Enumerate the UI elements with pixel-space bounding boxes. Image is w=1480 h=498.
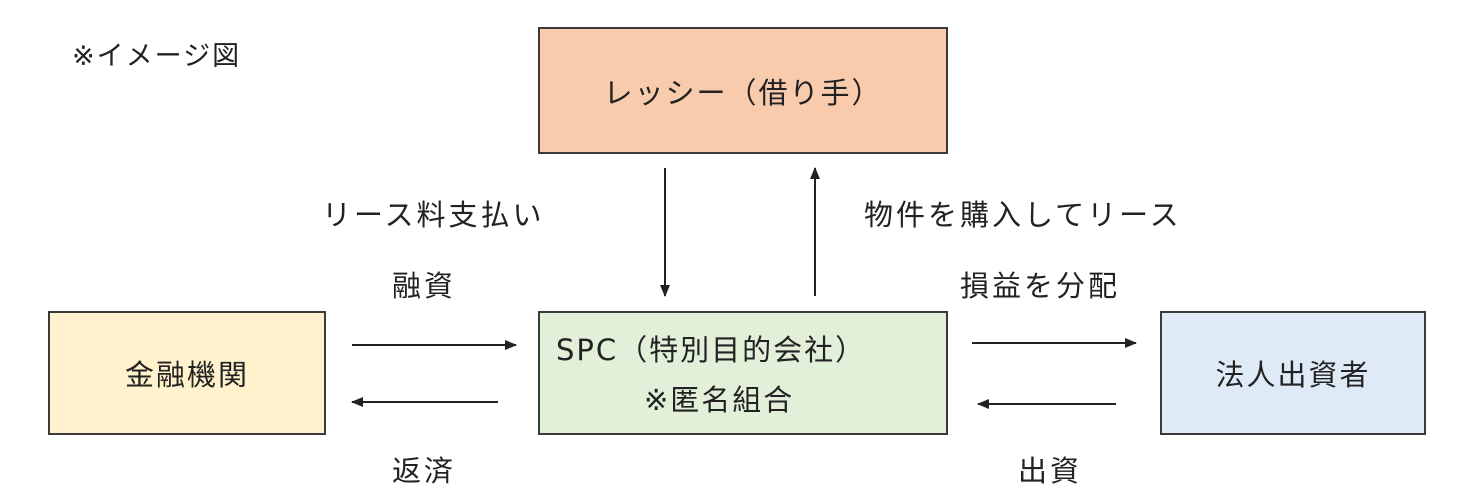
spc-box: SPC（特別目的会社） ※匿名組合 (538, 311, 948, 435)
purchase-lease-label: 物件を購入してリース (864, 198, 1182, 232)
profit-distribution-label: 損益を分配 (960, 269, 1121, 303)
lessee-box: レッシー（借り手） (538, 27, 948, 154)
lessee-label: レッシー（借り手） (603, 75, 883, 110)
image-note: ※イメージ図 (72, 41, 242, 72)
spc-sublabel: ※匿名組合 (644, 383, 795, 417)
loan-label: 融資 (392, 269, 457, 303)
bank-box: 金融機関 (48, 311, 326, 435)
investment-label: 出資 (1018, 454, 1083, 488)
investor-label: 法人出資者 (1215, 358, 1371, 392)
spc-label: SPC（特別目的会社） (556, 333, 867, 367)
bank-label: 金融機関 (124, 358, 249, 392)
investor-box: 法人出資者 (1160, 311, 1426, 435)
lease-payment-label: リース料支払い (322, 198, 545, 232)
repayment-label: 返済 (392, 454, 457, 488)
